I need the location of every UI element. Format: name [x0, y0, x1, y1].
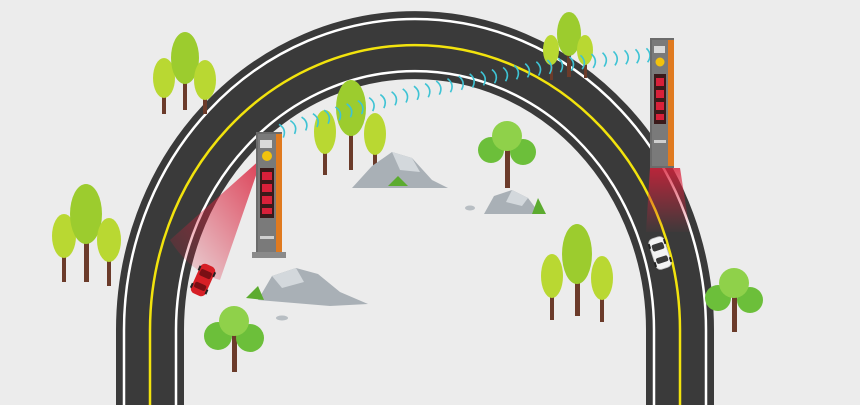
wireless-wave-segment	[546, 59, 553, 75]
tree-group-top-right	[543, 12, 593, 80]
wireless-wave-segment	[402, 88, 409, 103]
wireless-wave-segment	[278, 123, 286, 138]
wireless-wave-segment	[590, 53, 597, 69]
wireless-wave-segment	[334, 106, 342, 121]
wireless-wave-segment	[469, 73, 475, 88]
wireless-wave-segment	[601, 52, 608, 68]
rock-bottom-center	[246, 268, 368, 321]
wireless-wave-segment	[357, 99, 364, 115]
tree-round-right	[705, 268, 763, 332]
radar-beam-right	[646, 168, 690, 232]
wireless-wave-segment	[323, 109, 331, 124]
wireless-wave-segment	[634, 48, 640, 64]
wireless-wave-segment	[491, 68, 498, 84]
wireless-wave-segment	[368, 96, 375, 112]
wireless-wave-segment	[289, 119, 297, 135]
wireless-wave-segment	[502, 66, 509, 82]
tree-group-right	[541, 224, 613, 322]
tree-round-bottom-left	[204, 306, 264, 372]
wireless-wave-segment	[524, 62, 531, 78]
wireless-wave-segment	[513, 64, 520, 80]
wireless-wave-segment	[312, 112, 319, 128]
wireless-wave-segment	[301, 116, 308, 131]
wireless-wave-segment	[391, 91, 398, 106]
wireless-wave-segment	[557, 57, 564, 73]
tree-group-top-left	[153, 32, 216, 114]
wireless-wave-segment	[612, 50, 619, 66]
rock-center-right	[465, 190, 546, 214]
warning-display-icon	[262, 151, 272, 161]
wireless-wave-segment	[435, 80, 442, 96]
wireless-wave-segment	[480, 70, 487, 86]
left-warning-pole	[252, 132, 286, 258]
wireless-wave-segment	[535, 61, 542, 77]
white-car	[647, 236, 673, 270]
red-car	[189, 263, 217, 297]
radar-beam-left	[170, 158, 262, 280]
wireless-wave-segment	[346, 103, 353, 118]
wireless-wave-segment	[446, 77, 453, 93]
warning-display-icon	[655, 57, 665, 67]
tree-round-center	[478, 121, 536, 188]
right-warning-pole	[650, 38, 674, 168]
wireless-wave-segment	[579, 54, 586, 70]
wireless-wave-segment	[379, 93, 387, 109]
wireless-wave-segment	[413, 85, 420, 101]
wireless-wave-segment	[623, 49, 629, 65]
wireless-wave-segment	[424, 82, 431, 98]
rock-center-top	[352, 152, 448, 188]
wireless-wave-segment	[458, 75, 464, 91]
wireless-wave-segment	[568, 56, 575, 72]
tree-group-left	[52, 184, 121, 286]
wireless-wave-icon	[278, 47, 651, 138]
